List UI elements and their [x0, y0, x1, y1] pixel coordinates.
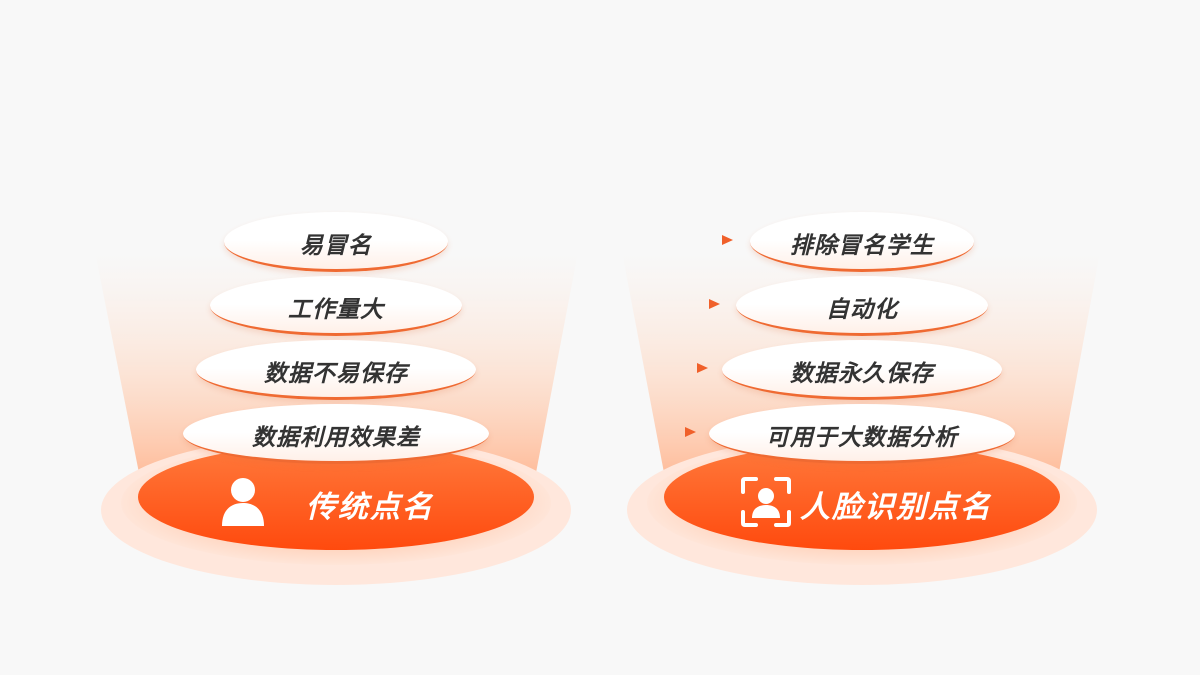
left-title: 传统点名 [306, 490, 434, 525]
right-title: 人脸识别点名 [800, 490, 992, 525]
right-item-1: 排除冒名学生 [750, 212, 974, 272]
right-item-3: 数据永久保存 [722, 340, 1002, 400]
left-item-label: 工作量大 [288, 296, 384, 323]
right-item-label: 自动化 [826, 296, 898, 323]
left-item-label: 数据利用效果差 [252, 424, 420, 451]
right-item-4: 可用于大数据分析 [709, 404, 1015, 464]
face-scan-icon [741, 477, 791, 527]
right-item-2: 自动化 [736, 276, 988, 336]
right-item-label: 可用于大数据分析 [766, 424, 958, 451]
right-item-label: 排除冒名学生 [790, 232, 934, 259]
right-base [664, 444, 1060, 550]
person-icon [222, 478, 264, 526]
right-item-label: 数据永久保存 [790, 360, 934, 387]
left-item-2: 工作量大 [210, 276, 462, 336]
left-item-label: 数据不易保存 [264, 360, 408, 387]
left-item-3: 数据不易保存 [196, 340, 476, 400]
left-item-1: 易冒名 [224, 212, 448, 272]
left-item-label: 易冒名 [300, 232, 372, 259]
left-item-4: 数据利用效果差 [183, 404, 489, 464]
